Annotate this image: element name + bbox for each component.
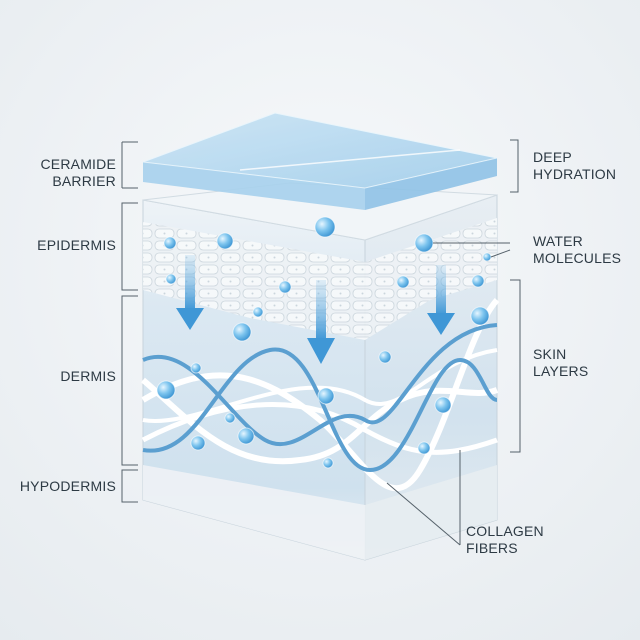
label-line: HYDRATION: [533, 166, 617, 182]
collagen-fibers: [141, 297, 500, 492]
label-deep-hydration: DEEP HYDRATION: [533, 149, 616, 183]
label-line: WATER: [533, 233, 583, 249]
label-line: BARRIER: [52, 173, 116, 189]
label-line: SKIN: [533, 346, 567, 362]
label-collagen-fibers: COLLAGEN FIBERS: [466, 523, 544, 557]
hypodermis-side: [365, 465, 497, 560]
water-molecules: [156, 216, 492, 469]
annotation-lines: [121, 139, 521, 546]
label-epidermis: EPIDERMIS: [37, 237, 116, 253]
label-hypodermis: HYPODERMIS: [19, 478, 116, 494]
hypodermis-front: [143, 465, 365, 560]
ceramide-barrier-plate: [142, 112, 498, 210]
label-line: COLLAGEN: [466, 523, 544, 539]
label-water-molecules: WATER MOLECULES: [533, 233, 621, 267]
label-line: LAYERS: [533, 363, 589, 379]
hydration-arrows: [176, 255, 455, 364]
label-dermis: DERMIS: [60, 368, 116, 384]
label-line: FIBERS: [466, 540, 518, 556]
epidermis-cells-side: [365, 218, 497, 340]
label-ceramide-barrier: CERAMIDE BARRIER: [20, 156, 116, 190]
label-line: CERAMIDE: [40, 156, 116, 172]
epidermis-cells-front: [143, 222, 365, 340]
label-skin-layers: SKIN LAYERS: [533, 346, 588, 380]
label-line: DEEP: [533, 149, 572, 165]
label-line: MOLECULES: [533, 250, 622, 266]
